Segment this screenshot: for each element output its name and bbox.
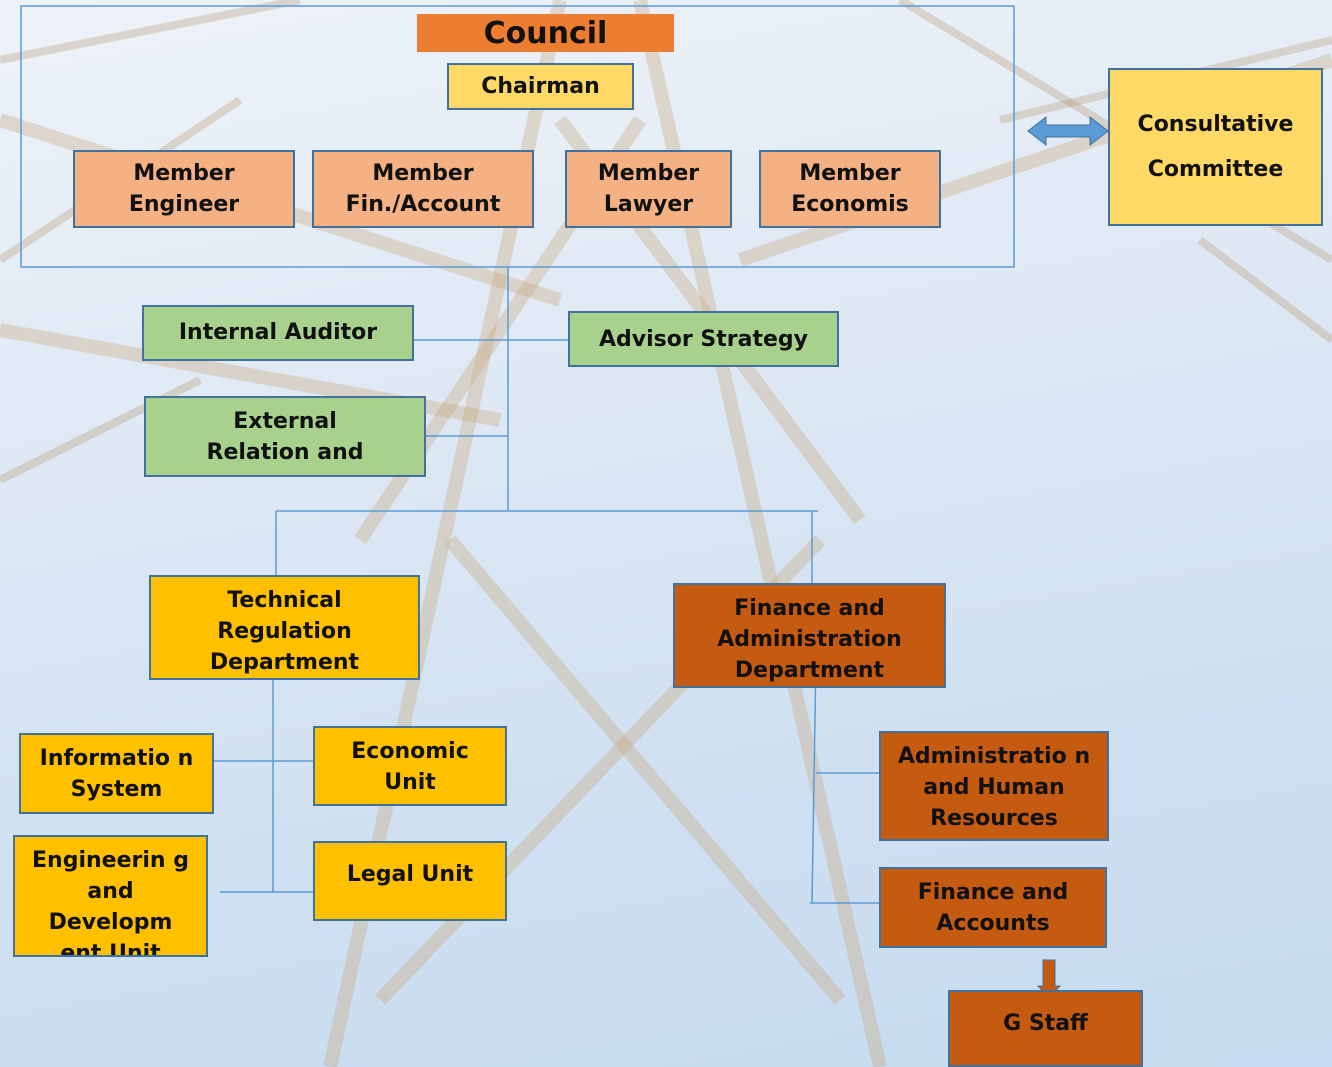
- information-system-box: Informatio n System: [19, 733, 214, 814]
- legal-unit-box: Legal Unit: [313, 841, 507, 921]
- advisor-strategy-box: Advisor Strategy: [568, 311, 839, 367]
- connector-finance-trunk: [811, 655, 817, 904]
- council-frame: [20, 5, 1015, 268]
- consultative-committee-box: Consultative Committee: [1108, 68, 1323, 226]
- council-title: Council: [417, 14, 674, 52]
- member-lawyer-box: Member Lawyer: [565, 150, 732, 228]
- finance-accounts-box: Finance and Accounts: [879, 867, 1107, 948]
- member-finance-box: Member Fin./Account: [312, 150, 534, 228]
- technical-regulation-department-box: Technical Regulation Department: [149, 575, 420, 680]
- g-staff-box: G Staff: [948, 990, 1143, 1067]
- member-economist-box: Member Economis: [759, 150, 941, 228]
- engineering-development-box: Engineerin g and Developm ent Unit: [13, 835, 208, 957]
- external-relation-box: External Relation and: [144, 396, 426, 477]
- finance-administration-department-box: Finance and Administration Department: [673, 583, 946, 688]
- economic-unit-box: Economic Unit: [313, 726, 507, 806]
- member-engineer-box: Member Engineer: [73, 150, 295, 228]
- double-arrow-icon: [1027, 115, 1109, 147]
- chairman-box: Chairman: [447, 63, 634, 110]
- internal-auditor-box: Internal Auditor: [142, 305, 414, 361]
- admin-human-resources-box: Administratio n and Human Resources: [879, 731, 1109, 841]
